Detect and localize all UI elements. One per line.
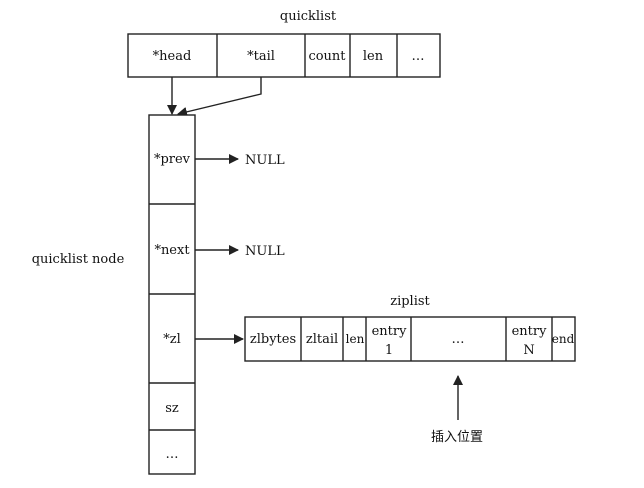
node-cell-ellipsis: … — [166, 447, 179, 462]
ziplist-cell-zlbytes: zlbytes — [250, 332, 296, 347]
quicklist-cell-ellipsis: … — [412, 49, 425, 64]
quicklist-cell-len: len — [363, 49, 384, 64]
quicklist-cell-tail: *tail — [247, 49, 275, 64]
ziplist-cell-len: len — [346, 332, 365, 346]
prev-null-label: NULL — [245, 153, 285, 168]
quicklist-cell-count: count — [308, 49, 346, 64]
ziplist-cell-entryN-index: N — [523, 343, 534, 358]
quicklist-node-label: quicklist node — [32, 252, 125, 267]
next-null-label: NULL — [245, 244, 285, 259]
ziplist-cell-entry1-index: 1 — [385, 343, 393, 358]
ziplist-cell-entryN: entry — [512, 324, 548, 339]
ziplist-title: ziplist — [390, 294, 430, 309]
quicklist-struct: *head *tail count len … — [127, 33, 441, 78]
insert-position-label: 插入位置 — [431, 430, 483, 445]
quicklist-title: quicklist — [280, 9, 337, 24]
ziplist-cell-entry1: entry — [372, 324, 408, 339]
ziplist-cell-zltail: zltail — [306, 332, 338, 347]
node-cell-zl: *zl — [163, 332, 181, 347]
quicklist-node-struct: *prev *next *zl sz … — [148, 114, 196, 475]
ziplist-cell-end: end — [552, 332, 575, 346]
ziplist-frame — [244, 316, 576, 362]
ziplist-cell-ellipsis: … — [452, 332, 465, 347]
node-cell-prev: *prev — [154, 152, 191, 167]
quicklist-frame — [127, 33, 441, 78]
tail-pointer-arrow — [177, 77, 262, 117]
node-cell-sz: sz — [165, 401, 179, 416]
quicklist-cell-head: *head — [153, 49, 192, 64]
node-cell-next: *next — [154, 243, 190, 258]
ziplist-struct: zlbytes zltail len entry 1 … entry N end — [244, 316, 576, 362]
